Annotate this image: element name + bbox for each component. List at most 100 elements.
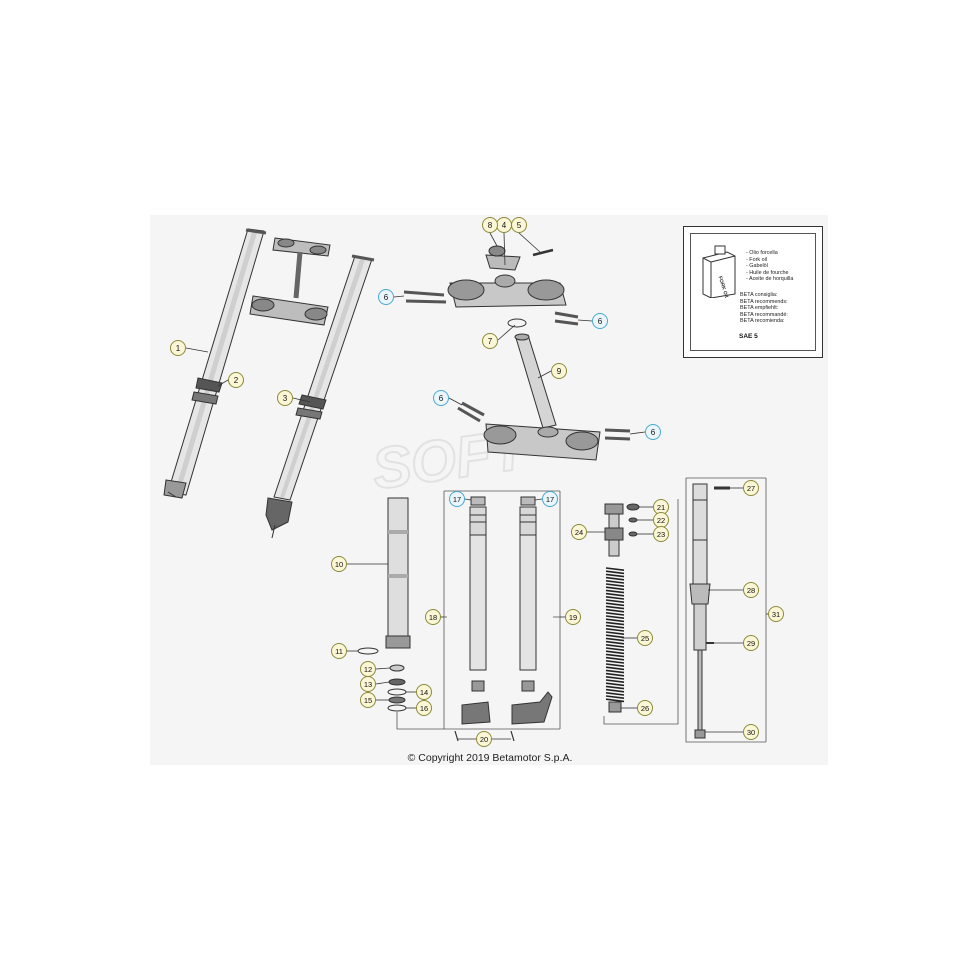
part-callout-29[interactable]: 29 <box>743 635 759 651</box>
callout-number: 9 <box>557 367 562 376</box>
callout-number: 19 <box>569 613 577 622</box>
callout-number: 6 <box>598 317 603 326</box>
part-callout-5[interactable]: 5 <box>511 217 527 233</box>
callout-circle <box>476 731 492 747</box>
callout-number: 5 <box>517 221 522 230</box>
callout-circle <box>645 424 661 440</box>
callout-number: 31 <box>772 610 780 619</box>
callout-number: 2 <box>234 376 239 385</box>
part-callout-22[interactable]: 22 <box>653 512 669 528</box>
triple-clamp-assembly-small <box>249 237 331 326</box>
callout-circle <box>360 692 376 708</box>
callout-circle <box>433 390 449 406</box>
callout-circle <box>170 340 186 356</box>
part-callout-6[interactable]: 6 <box>378 289 394 305</box>
part-callout-20[interactable]: 20 <box>476 731 492 747</box>
callout-circle <box>511 217 527 233</box>
oil-name-line: - Olio forcella <box>746 250 778 256</box>
recommendation-line: BETA recomienda: <box>740 318 785 325</box>
callout-circle <box>228 372 244 388</box>
callout-circle <box>743 635 759 651</box>
part-callout-4[interactable]: 4 <box>496 217 512 233</box>
recommendation-line: BETA recommends: <box>740 298 788 305</box>
part-callout-12[interactable]: 12 <box>360 661 376 677</box>
outer-tube <box>357 497 411 712</box>
callout-number: 24 <box>575 528 583 537</box>
callout-circle <box>542 491 558 507</box>
part-callout-13[interactable]: 13 <box>360 676 376 692</box>
part-callout-25[interactable]: 25 <box>637 630 653 646</box>
recommendation-line: BETA consiglia: <box>740 292 778 298</box>
callout-circle <box>637 700 653 716</box>
callout-number: 28 <box>747 586 755 595</box>
part-callout-15[interactable]: 15 <box>360 692 376 708</box>
callout-circle <box>768 606 784 622</box>
upper-triple-clamp <box>403 245 579 328</box>
part-callout-6[interactable]: 6 <box>592 313 608 329</box>
part-callout-24[interactable]: 24 <box>571 524 587 540</box>
part-callout-23[interactable]: 23 <box>653 526 669 542</box>
callout-circle <box>449 491 465 507</box>
callout-number: 6 <box>651 428 656 437</box>
part-callout-30[interactable]: 30 <box>743 724 759 740</box>
inner-tube-right <box>511 496 553 725</box>
callout-number: 11 <box>335 647 343 656</box>
part-callout-26[interactable]: 26 <box>637 700 653 716</box>
callout-circle <box>416 684 432 700</box>
part-callout-6[interactable]: 6 <box>433 390 449 406</box>
oil-name-line: - Huile de fourche <box>746 269 789 276</box>
part-callout-18[interactable]: 18 <box>425 609 441 625</box>
callout-number: 17 <box>546 495 554 504</box>
leader-lines <box>185 232 768 740</box>
callout-number: 16 <box>420 704 428 713</box>
oil-name-line: - Gabelöl <box>746 263 768 270</box>
part-callout-27[interactable]: 27 <box>743 480 759 496</box>
callout-number: 1 <box>176 344 181 353</box>
recommendation-line: BETA empfiehlt: <box>740 305 779 312</box>
callout-number: 4 <box>502 221 507 230</box>
part-callout-8[interactable]: 8 <box>482 217 498 233</box>
callout-circle <box>743 480 759 496</box>
callout-circle <box>425 609 441 625</box>
callout-number: 21 <box>657 503 665 512</box>
fork-leg-left <box>163 228 267 499</box>
recommendation-line: BETA recommandé: <box>740 311 788 318</box>
part-callout-7[interactable]: 7 <box>482 333 498 349</box>
callout-number: 7 <box>488 337 493 346</box>
part-callout-1[interactable]: 1 <box>170 340 186 356</box>
callout-circle <box>331 643 347 659</box>
callout-number: 6 <box>439 394 444 403</box>
part-callout-6[interactable]: 6 <box>645 424 661 440</box>
part-callout-9[interactable]: 9 <box>551 363 567 379</box>
callout-number: 20 <box>480 735 488 744</box>
part-callout-14[interactable]: 14 <box>416 684 432 700</box>
part-callout-28[interactable]: 28 <box>743 582 759 598</box>
callout-circle <box>482 217 498 233</box>
part-callout-10[interactable]: 10 <box>331 556 347 572</box>
callout-number: 6 <box>384 293 389 302</box>
fork-spring <box>605 567 625 703</box>
copyright-notice: © Copyright 2019 Betamotor S.p.A. <box>407 752 573 764</box>
part-callout-11[interactable]: 11 <box>331 643 347 659</box>
steering-stem-lower-clamp <box>457 333 631 461</box>
part-callout-31[interactable]: 31 <box>768 606 784 622</box>
callout-number: 23 <box>657 530 665 539</box>
callout-number: 18 <box>429 613 437 622</box>
part-callout-16[interactable]: 16 <box>416 700 432 716</box>
callout-circle <box>277 390 293 406</box>
callout-number: 29 <box>747 639 755 648</box>
callout-circle <box>592 313 608 329</box>
part-callout-2[interactable]: 2 <box>228 372 244 388</box>
callout-circle <box>653 526 669 542</box>
part-callout-17[interactable]: 17 <box>449 491 465 507</box>
callout-number: 3 <box>283 394 288 403</box>
callout-circle <box>743 724 759 740</box>
part-callout-19[interactable]: 19 <box>565 609 581 625</box>
part-callout-17[interactable]: 17 <box>542 491 558 507</box>
callout-circle <box>571 524 587 540</box>
part-callout-3[interactable]: 3 <box>277 390 293 406</box>
callout-number: 14 <box>420 688 428 697</box>
